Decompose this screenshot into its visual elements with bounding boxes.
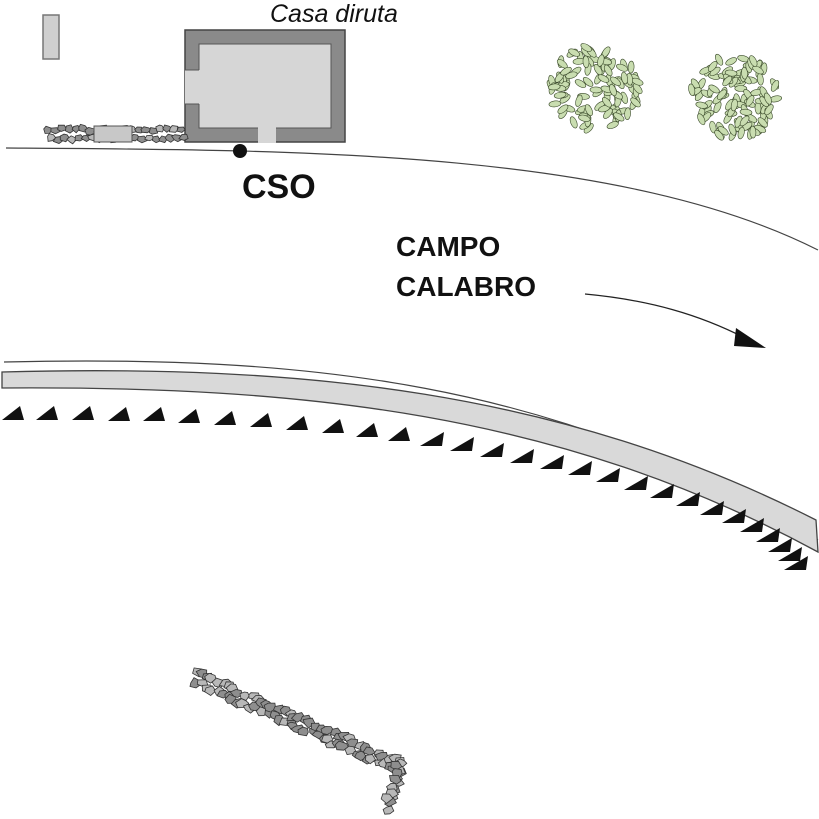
rubble-wall-icon: [189, 667, 408, 815]
building-icon: [184, 29, 346, 143]
area-label-line1: CAMPO: [396, 231, 500, 262]
tree-icon: [546, 43, 644, 134]
small-structure: [42, 14, 60, 60]
rubble-block: [93, 125, 133, 143]
tree-icon: [688, 53, 783, 141]
area-label-line2: CALABRO: [396, 271, 536, 302]
station-label: CSO: [242, 168, 316, 206]
direction-arrow-icon: [584, 293, 766, 348]
station-point-icon: [233, 144, 247, 158]
scarp-teeth-icon: [2, 406, 808, 570]
road-line-upper: [5, 147, 819, 251]
road-band: [1, 370, 819, 554]
building-label: Casa diruta: [270, 0, 398, 28]
